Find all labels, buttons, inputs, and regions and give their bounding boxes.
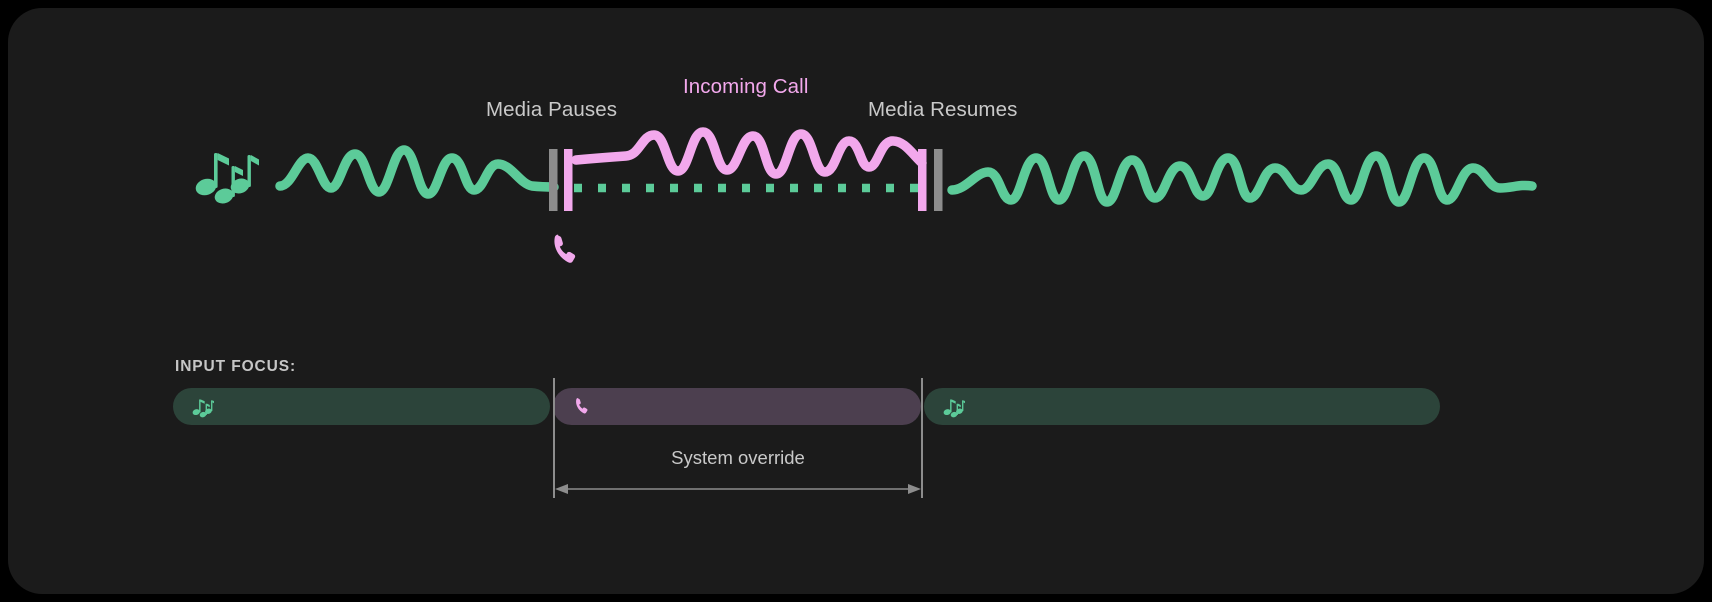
music-notes-icon	[943, 396, 965, 418]
label-media-resumes: Media Resumes	[868, 98, 1018, 121]
waveform-media-before	[275, 145, 559, 199]
phone-icon	[572, 396, 594, 418]
waveform-media-after	[947, 151, 1537, 207]
label-incoming-call: Incoming Call	[683, 75, 809, 98]
system-override-measure: System override	[553, 378, 923, 498]
pause-marker-gray-bar	[549, 149, 558, 211]
phone-icon	[547, 231, 587, 271]
input-focus-title: INPUT FOCUS:	[175, 358, 297, 375]
resume-marker-gray-bar	[934, 149, 943, 211]
music-notes-icon	[195, 145, 261, 204]
override-guide-left	[553, 378, 555, 498]
system-override-label: System override	[671, 447, 805, 468]
pause-marker-accent-bar	[564, 149, 573, 211]
diagram-card: Media Pauses Incoming Call Media Resumes	[8, 8, 1704, 594]
input-focus-section: INPUT FOCUS:	[8, 338, 1704, 594]
waveform-graphic	[275, 127, 1537, 211]
focus-bar-media-before[interactable]	[173, 388, 550, 425]
focus-bar-call[interactable]	[553, 388, 921, 425]
label-media-pauses: Media Pauses	[486, 98, 618, 121]
waveform-incoming-call	[571, 127, 927, 179]
override-guide-right	[921, 378, 923, 498]
resume-marker-accent-bar	[918, 149, 927, 211]
music-notes-icon	[192, 396, 214, 418]
system-override-arrow-icon	[555, 484, 921, 494]
focus-bar-media-after[interactable]	[924, 388, 1440, 425]
audio-timeline: Media Pauses Incoming Call Media Resumes	[8, 8, 1704, 328]
